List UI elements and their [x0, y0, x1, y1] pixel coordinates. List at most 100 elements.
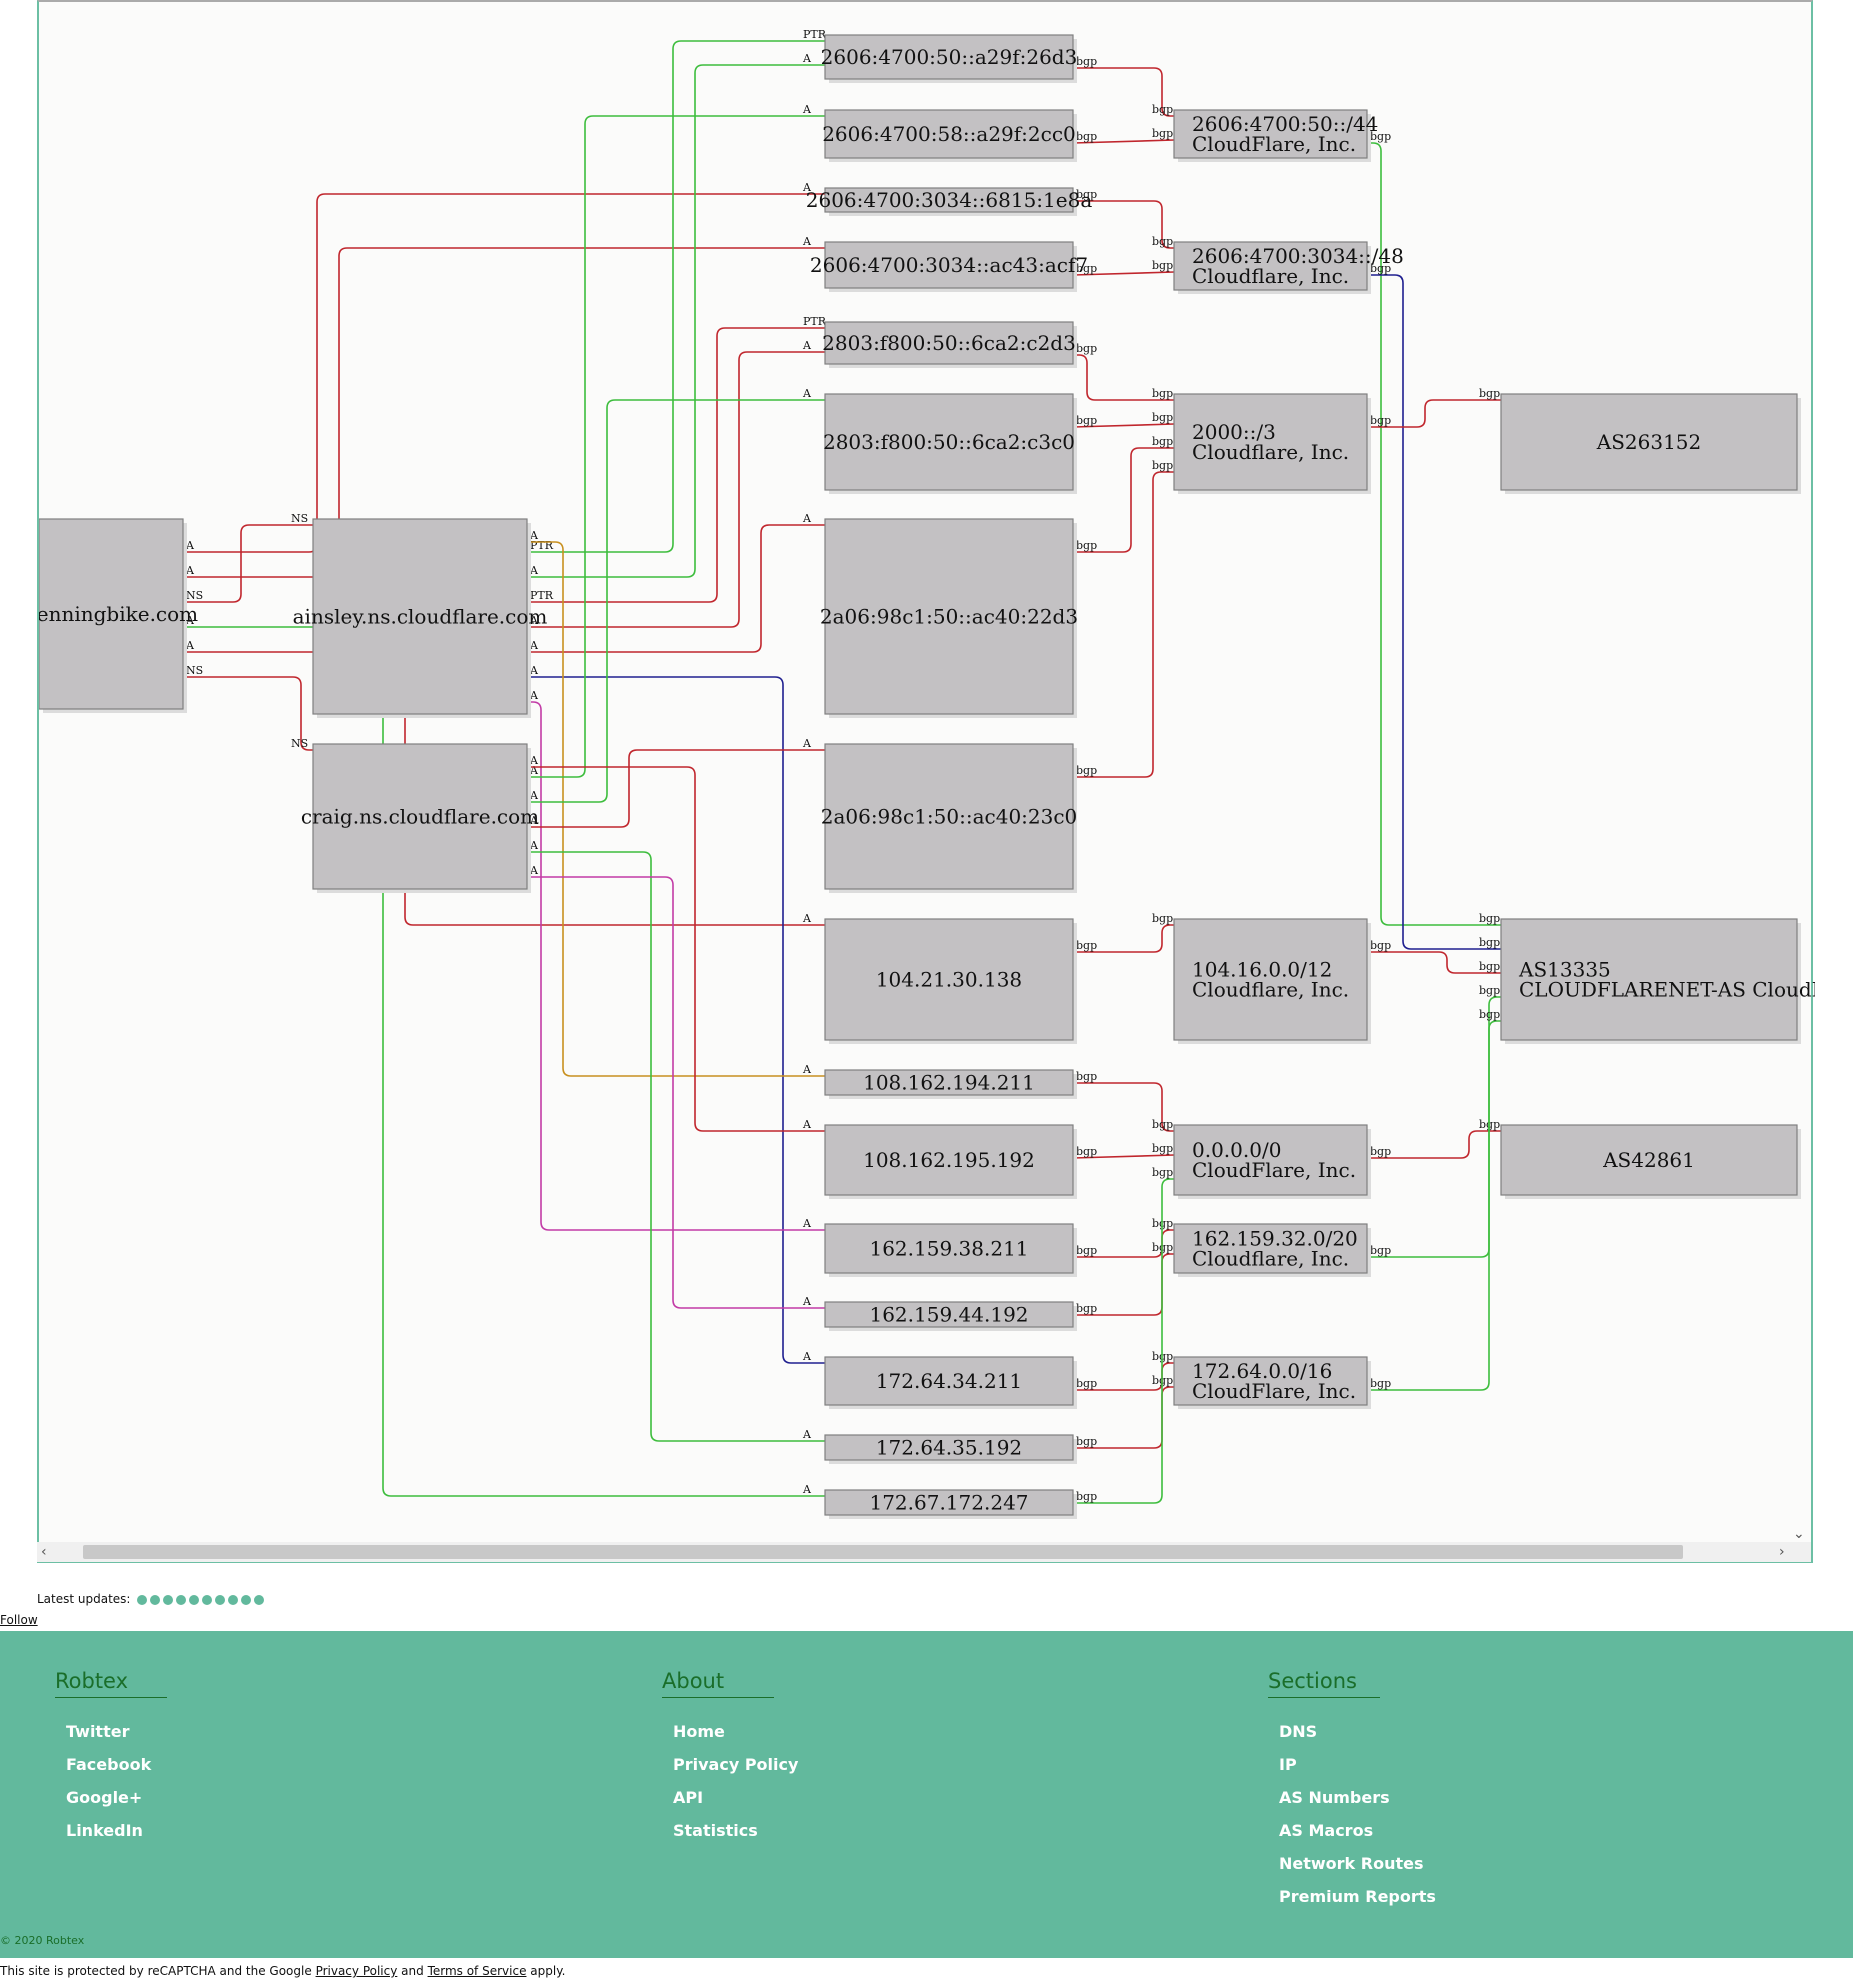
- footer-link-as-numbers[interactable]: AS Numbers: [1279, 1788, 1390, 1807]
- graph-node-ip10[interactable]: 108.162.194.211: [824, 1069, 1077, 1099]
- node-box[interactable]: [1500, 918, 1798, 1041]
- scroll-down-icon[interactable]: ⌄: [1793, 1526, 1805, 1542]
- update-dot[interactable]: [202, 1594, 213, 1605]
- graph-node-as1[interactable]: AS263152: [1500, 393, 1801, 494]
- node-box[interactable]: [1173, 393, 1368, 491]
- node-box[interactable]: [824, 187, 1074, 213]
- footer-link-privacy-policy[interactable]: Privacy Policy: [673, 1755, 799, 1774]
- update-dot[interactable]: [176, 1594, 187, 1605]
- update-dot[interactable]: [189, 1594, 200, 1605]
- node-label: 172.64.34.211: [876, 1369, 1022, 1393]
- update-dot[interactable]: [228, 1594, 239, 1605]
- scrollbar-thumb[interactable]: [83, 1545, 1683, 1559]
- update-dot[interactable]: [241, 1594, 252, 1605]
- node-box[interactable]: [824, 241, 1074, 289]
- graph-node-ip7[interactable]: 2a06:98c1:50::ac40:22d3: [820, 518, 1078, 718]
- google-privacy-link[interactable]: Privacy Policy: [315, 1964, 398, 1978]
- node-box[interactable]: [1500, 393, 1798, 491]
- update-dot[interactable]: [150, 1594, 161, 1605]
- node-box[interactable]: [824, 918, 1074, 1041]
- graph-edge-ip10-pre5: [1073, 1082, 1174, 1132]
- footer-link-premium-reports[interactable]: Premium Reports: [1279, 1887, 1436, 1906]
- node-box[interactable]: [824, 1124, 1074, 1196]
- node-box[interactable]: [824, 1069, 1074, 1096]
- follow-link[interactable]: Follow: [0, 1613, 38, 1627]
- footer-link-ip[interactable]: IP: [1279, 1755, 1297, 1774]
- node-box[interactable]: [1173, 241, 1368, 291]
- footer-link-home[interactable]: Home: [673, 1722, 725, 1741]
- graph-node-ip2[interactable]: 2606:4700:58::a29f:2cc0: [822, 109, 1077, 162]
- graph-node-ip5[interactable]: 2803:f800:50::6ca2:c2d3: [822, 321, 1077, 368]
- node-box[interactable]: [39, 518, 184, 710]
- update-dot[interactable]: [163, 1594, 174, 1605]
- relationship-graph[interactable]: AAAANSNSAAAANSNSPTRPTRAAPTRPTRAAAAAAAAAA…: [39, 2, 1815, 1544]
- edge-label: A: [529, 529, 539, 542]
- graph-node-ip11[interactable]: 108.162.195.192: [824, 1124, 1077, 1199]
- scroll-left-icon[interactable]: ‹: [41, 1544, 47, 1560]
- graph-node-ip12[interactable]: 162.159.38.211: [824, 1223, 1077, 1277]
- latest-updates-label: Latest updates:: [37, 1592, 131, 1606]
- footer-link-linkedin[interactable]: LinkedIn: [66, 1821, 143, 1840]
- graph-edge-ip4-pre2: [1072, 271, 1175, 276]
- footer-link-facebook[interactable]: Facebook: [66, 1755, 152, 1774]
- graph-node-ip3[interactable]: 2606:4700:3034::6815:1e8a: [806, 187, 1093, 216]
- node-box[interactable]: [1500, 1124, 1798, 1196]
- update-dot[interactable]: [254, 1594, 265, 1605]
- graph-node-ip15[interactable]: 172.64.35.192: [824, 1434, 1077, 1464]
- graph-node-ainsley[interactable]: ainsley.ns.cloudflare.com: [293, 518, 548, 718]
- node-box[interactable]: [824, 1356, 1074, 1406]
- google-terms-link[interactable]: Terms of Service: [427, 1964, 527, 1978]
- footer-link-twitter[interactable]: Twitter: [66, 1722, 130, 1741]
- node-box[interactable]: [824, 1489, 1074, 1516]
- graph-node-ip14[interactable]: 172.64.34.211: [824, 1356, 1077, 1409]
- footer-link-api[interactable]: API: [673, 1788, 704, 1807]
- node-label: 108.162.194.211: [863, 1071, 1035, 1095]
- node-box[interactable]: [1173, 1356, 1368, 1406]
- graph-node-as3[interactable]: AS42861: [1500, 1124, 1801, 1199]
- update-dot[interactable]: [137, 1594, 148, 1605]
- graph-node-ip1[interactable]: 2606:4700:50::a29f:26d3: [821, 34, 1078, 83]
- update-dot[interactable]: [215, 1594, 226, 1605]
- node-box[interactable]: [312, 518, 528, 715]
- node-box[interactable]: [824, 321, 1074, 365]
- node-box[interactable]: [824, 743, 1074, 890]
- graph-node-craig[interactable]: craig.ns.cloudflare.com: [301, 743, 539, 893]
- scroll-right-icon[interactable]: ›: [1779, 1544, 1785, 1560]
- node-box[interactable]: [1173, 918, 1368, 1041]
- footer-link-googleplus[interactable]: Google+: [66, 1788, 143, 1807]
- graph-node-ip9[interactable]: 104.21.30.138: [824, 918, 1077, 1044]
- node-box[interactable]: [824, 518, 1074, 715]
- footer-link-statistics[interactable]: Statistics: [673, 1821, 758, 1840]
- edge-label: bgp: [1370, 1377, 1391, 1390]
- graph-node-ip13[interactable]: 162.159.44.192: [824, 1301, 1077, 1331]
- node-box[interactable]: [824, 1223, 1074, 1274]
- graph-node-ip8[interactable]: 2a06:98c1:50::ac40:23c0: [821, 743, 1078, 893]
- horizontal-scrollbar[interactable]: ‹ ›: [37, 1542, 1811, 1562]
- graph-edge-ip6-pre3: [1072, 423, 1175, 428]
- node-box[interactable]: [824, 109, 1074, 159]
- node-box[interactable]: [824, 1434, 1074, 1461]
- footer-link-dns[interactable]: DNS: [1279, 1722, 1318, 1741]
- graph-node-henningbike[interactable]: henningbike.com: [39, 518, 198, 713]
- graph-node-ip4[interactable]: 2606:4700:3034::ac43:acf7: [810, 241, 1088, 292]
- node-box[interactable]: [824, 34, 1074, 80]
- footer-link-as-macros[interactable]: AS Macros: [1279, 1821, 1374, 1840]
- node-box[interactable]: [1173, 109, 1368, 159]
- node-box[interactable]: [1173, 1223, 1368, 1274]
- graph-node-ip6[interactable]: 2803:f800:50::6ca2:c3c0: [823, 393, 1077, 494]
- node-box[interactable]: [824, 1301, 1074, 1328]
- graph-node-ip16[interactable]: 172.67.172.247: [824, 1489, 1077, 1519]
- footer-link-network-routes[interactable]: Network Routes: [1279, 1854, 1424, 1873]
- node-box[interactable]: [824, 393, 1074, 491]
- node-box[interactable]: [312, 743, 528, 890]
- node-box[interactable]: [1173, 1124, 1368, 1196]
